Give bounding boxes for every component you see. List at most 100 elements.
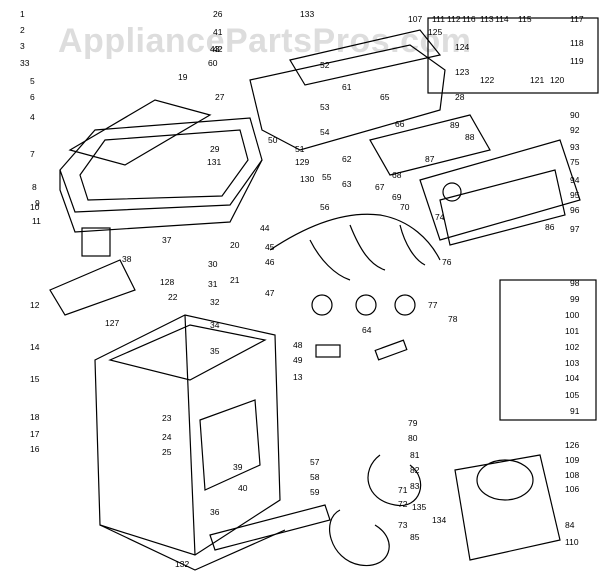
part-callout-128: 128 <box>160 277 174 287</box>
part-callout-99: 99 <box>570 294 580 304</box>
part-callout-61: 61 <box>342 82 352 92</box>
part-callout-102: 102 <box>565 342 579 352</box>
part-callout-98: 98 <box>570 278 580 288</box>
panel-knob <box>442 182 462 202</box>
motor-mount <box>454 454 561 561</box>
lid-hinge-bar <box>68 99 212 166</box>
watermark: AppliancePartsPros.com <box>58 22 472 60</box>
part-callout-66: 66 <box>395 119 405 129</box>
part-callout-4: 4 <box>30 112 35 122</box>
console-panel <box>369 114 491 176</box>
part-callout-90: 90 <box>570 110 580 120</box>
part-callout-12: 12 <box>30 300 40 310</box>
part-callout-26: 26 <box>213 9 223 19</box>
part-callout-135: 135 <box>412 502 426 512</box>
part-callout-110: 110 <box>565 537 579 547</box>
part-callout-121: 121 <box>530 75 544 85</box>
part-callout-80: 80 <box>408 433 418 443</box>
part-callout-23: 23 <box>162 413 172 423</box>
part-callout-74: 74 <box>435 212 445 222</box>
part-callout-89: 89 <box>450 120 460 130</box>
part-callout-112: 112 <box>447 14 461 24</box>
part-callout-79: 79 <box>408 418 418 428</box>
part-callout-69: 69 <box>392 192 402 202</box>
part-callout-107: 107 <box>408 14 422 24</box>
part-callout-117: 117 <box>570 14 584 24</box>
part-callout-116: 116 <box>462 14 476 24</box>
part-callout-105: 105 <box>565 390 579 400</box>
part-callout-124: 124 <box>455 42 469 52</box>
part-callout-27: 27 <box>215 92 225 102</box>
part-callout-37: 37 <box>162 235 172 245</box>
part-callout-41: 41 <box>213 27 223 37</box>
part-callout-87: 87 <box>425 154 435 164</box>
part-callout-64: 64 <box>362 325 372 335</box>
part-callout-11: 11 <box>32 216 41 226</box>
part-callout-129: 129 <box>295 157 309 167</box>
part-callout-3: 3 <box>20 41 25 51</box>
cabinet-window <box>199 399 261 491</box>
part-callout-120: 120 <box>550 75 564 85</box>
part-callout-59: 59 <box>310 487 320 497</box>
part-callout-34: 34 <box>210 320 220 330</box>
control-panel-front <box>439 169 566 246</box>
part-callout-2: 2 <box>20 25 25 35</box>
part-callout-132: 132 <box>175 559 189 569</box>
part-callout-100: 100 <box>565 310 579 320</box>
part-callout-33: 33 <box>20 58 30 68</box>
part-callout-47: 47 <box>265 288 275 298</box>
bracket-11 <box>81 227 111 257</box>
hose <box>367 454 422 507</box>
part-callout-13: 13 <box>293 372 303 382</box>
part-callout-16: 16 <box>30 444 40 454</box>
connector-64 <box>355 294 377 316</box>
part-callout-65: 65 <box>380 92 390 102</box>
part-callout-130: 130 <box>300 174 314 184</box>
part-callout-78: 78 <box>448 314 458 324</box>
part-callout-53: 53 <box>320 102 330 112</box>
part-callout-62: 62 <box>342 154 352 164</box>
part-callout-101: 101 <box>565 326 579 336</box>
base-rail <box>209 504 331 551</box>
console-body <box>249 44 446 151</box>
part-callout-6: 6 <box>30 92 35 102</box>
part-callout-1: 1 <box>20 9 25 19</box>
part-callout-24: 24 <box>162 432 172 442</box>
part-callout-38: 38 <box>122 254 132 264</box>
part-callout-49: 49 <box>293 355 303 365</box>
part-callout-15: 15 <box>30 374 40 384</box>
connector-77 <box>394 294 416 316</box>
part-callout-123: 123 <box>455 67 469 77</box>
part-callout-56: 56 <box>320 202 330 212</box>
cabinet-top-frame <box>108 324 267 381</box>
part-callout-28: 28 <box>455 92 465 102</box>
part-callout-58: 58 <box>310 472 320 482</box>
part-callout-114: 114 <box>495 14 509 24</box>
part-callout-96: 96 <box>570 205 580 215</box>
part-callout-94: 94 <box>570 175 580 185</box>
part-callout-5: 5 <box>30 76 35 86</box>
part-callout-97: 97 <box>570 224 580 234</box>
part-callout-44: 44 <box>260 223 270 233</box>
part-callout-113: 113 <box>480 14 494 24</box>
part-callout-14: 14 <box>30 342 40 352</box>
part-callout-20: 20 <box>230 240 240 250</box>
part-callout-85: 85 <box>410 532 420 542</box>
part-callout-76: 76 <box>442 257 452 267</box>
part-callout-133: 133 <box>300 9 314 19</box>
cabinet-front-edge <box>184 314 196 556</box>
part-callout-54: 54 <box>320 127 330 137</box>
part-callout-8: 8 <box>32 182 37 192</box>
part-callout-32: 32 <box>210 297 220 307</box>
part-callout-51: 51 <box>295 144 305 154</box>
part-callout-30: 30 <box>208 259 218 269</box>
part-callout-115: 115 <box>518 14 532 24</box>
part-callout-39: 39 <box>233 462 243 472</box>
lid-inner <box>79 129 249 201</box>
part-callout-71: 71 <box>398 485 408 495</box>
part-callout-18: 18 <box>30 412 40 422</box>
part-callout-122: 122 <box>480 75 494 85</box>
part-callout-108: 108 <box>565 470 579 480</box>
part-callout-125: 125 <box>428 27 442 37</box>
